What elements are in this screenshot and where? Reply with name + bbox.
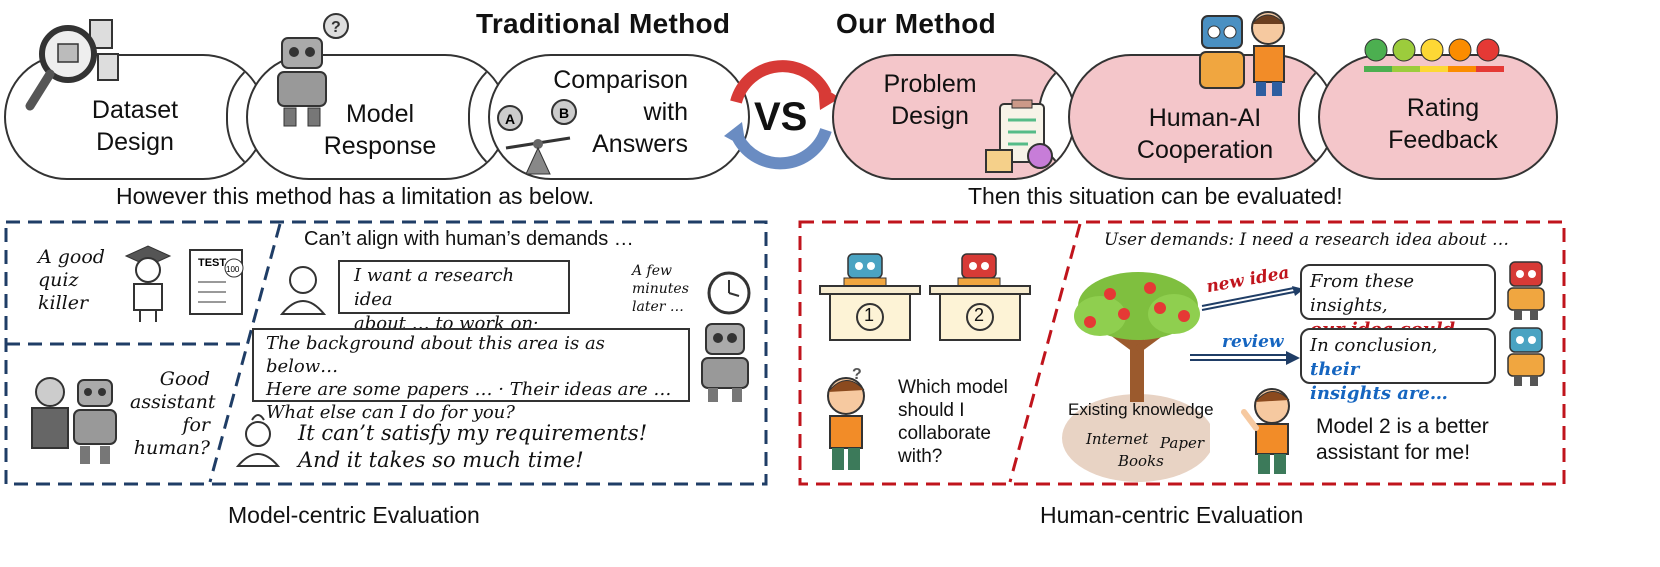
- pipeline-rating-feedback: [1318, 54, 1558, 180]
- complaint-text: It can’t satisfy my requirements!And it …: [298, 421, 648, 472]
- review-arrow: [1190, 351, 1300, 365]
- boy-question-mark: ?: [852, 366, 862, 383]
- conclusion-highlight-their: their: [1310, 359, 1360, 380]
- robot-desks-icon: [819, 253, 1031, 341]
- knowledge-internet: Internet: [1086, 430, 1149, 448]
- blue-robot-icon: [1507, 327, 1545, 386]
- thinking-boy-icon: [827, 377, 865, 470]
- option-a: A: [505, 111, 515, 127]
- knowledge-books: Books: [1118, 452, 1164, 470]
- review-label: review: [1222, 332, 1284, 352]
- human-centric-title: Human-centric Evaluation: [1040, 502, 1304, 528]
- user-demands-title: User demands: I need a research idea abo…: [1104, 230, 1510, 250]
- insight-box: From these insights, our idea could be…: [1300, 264, 1496, 364]
- left-caption: However this method has a limitation as …: [116, 183, 595, 209]
- knowledge-tree-icon: [1062, 272, 1210, 482]
- option-b: B: [559, 105, 569, 121]
- red-robot-icon: [1507, 261, 1545, 320]
- magnifier-icon: [25, 19, 119, 111]
- right-caption: Then this situation can be evaluated!: [968, 183, 1343, 209]
- desk-number-2: 2: [974, 305, 985, 325]
- vs-cycle-icon: VS: [724, 60, 840, 170]
- model-reply-bubble: The background about this area is as bel…: [252, 328, 690, 423]
- vs-label: VS: [754, 95, 807, 139]
- model-centric-title: Model-centric Evaluation: [228, 502, 480, 528]
- test-title: TEST: [198, 257, 226, 269]
- cant-align-title: Can’t align with human’s demands …: [304, 228, 634, 250]
- pipeline-comparison: [488, 54, 750, 180]
- question-mark: ?: [331, 19, 341, 36]
- traditional-method-header: Traditional Method: [476, 8, 731, 39]
- conclusion-box: In conclusion, their insights are…: [1300, 328, 1496, 404]
- robot-icon: ?: [277, 13, 349, 127]
- our-method-header: Our Method: [836, 8, 997, 39]
- human-centric-panel-border: [798, 220, 1566, 486]
- clipboard-icon: [985, 99, 1053, 173]
- test-paper-icon: TEST 100: [189, 249, 244, 315]
- test-score: 100: [226, 265, 240, 274]
- pipeline-dataset-design: [4, 54, 266, 180]
- desk-number-1: 1: [864, 305, 875, 325]
- model-centric-panel-border: [4, 220, 768, 486]
- frustrated-user-icon: [235, 414, 281, 467]
- knowledge-paper: Paper: [1160, 434, 1205, 452]
- conclusion-highlight-insights: insights are…: [1310, 383, 1448, 404]
- user-avatar-icon: [279, 266, 327, 315]
- human-ai-icon: [1199, 11, 1285, 96]
- clock-icon: [707, 271, 751, 315]
- robot-icon: [701, 323, 749, 402]
- angry-user-robot-icon: [31, 377, 117, 464]
- student-icon: [124, 245, 172, 322]
- happy-boy-icon: [1241, 388, 1290, 474]
- rating-faces-icon: [1364, 38, 1504, 72]
- scale-icon: A B: [497, 99, 577, 175]
- existing-knowledge-label: Existing knowledge: [1068, 400, 1214, 419]
